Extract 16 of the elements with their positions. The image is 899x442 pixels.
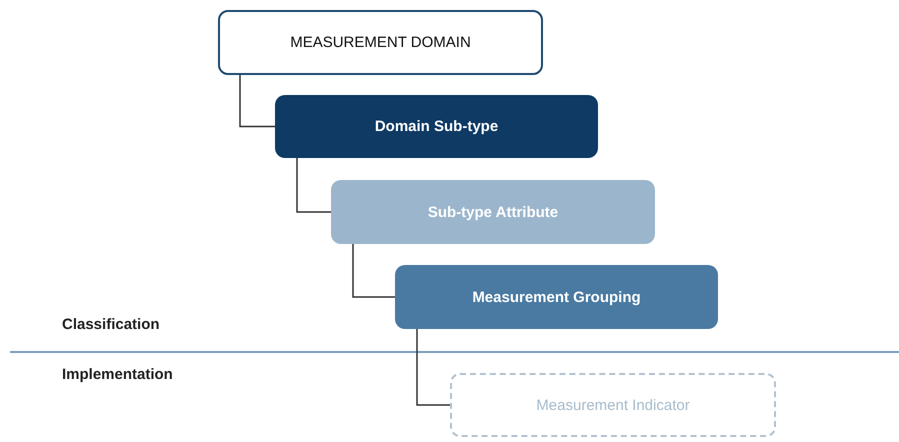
box-label: Sub-type Attribute (428, 204, 558, 220)
process-box (450, 373, 776, 437)
box-label: MEASUREMENT DOMAIN (290, 34, 471, 51)
box-label: Measurement Grouping (472, 288, 641, 306)
process-box (395, 265, 718, 329)
connector-line (239, 75, 275, 128)
process-box (218, 10, 543, 75)
connector-line (352, 244, 395, 298)
section-label: Implementation (62, 366, 173, 383)
connector-line (296, 158, 331, 213)
process-box (275, 95, 598, 158)
connector-line (416, 329, 450, 406)
process-box (331, 180, 655, 244)
box-label: Measurement Indicator (536, 396, 690, 414)
section-label: Classification (62, 316, 160, 333)
box-label: Domain Sub-type (374, 118, 498, 135)
